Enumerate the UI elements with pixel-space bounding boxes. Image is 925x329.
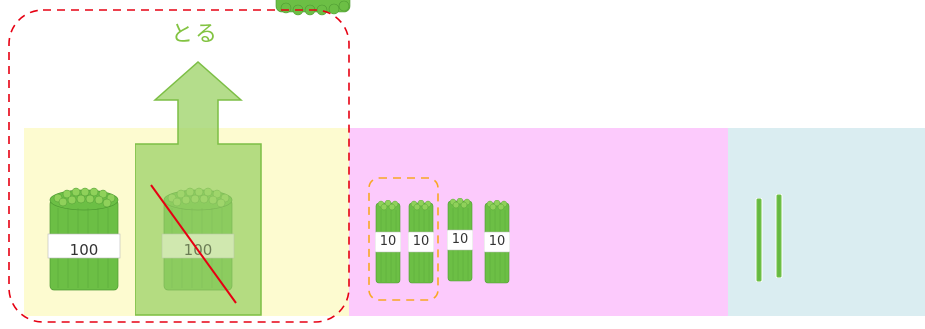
single-stick [775, 194, 783, 278]
bundle-100: 100 [46, 186, 122, 292]
take-label: とる [170, 22, 219, 47]
take-region-red-dashed [8, 9, 350, 323]
single-stick [755, 198, 763, 282]
bundle-10: 10 [483, 199, 511, 284]
bundle-10: 10 [407, 199, 435, 284]
bundle-10-label: 10 [412, 234, 430, 249]
bundle-100-taken: 100 [160, 186, 236, 292]
bundle-10-label: 10 [379, 234, 397, 249]
bundle-10-label: 10 [451, 232, 469, 247]
bundle-10: 10 [446, 197, 474, 282]
bundle-10: 10 [374, 199, 402, 284]
strike-line [150, 184, 237, 304]
regroup-tens-orange-dashed [368, 177, 439, 301]
bundle-10-label: 10 [488, 234, 506, 249]
bundle-100-label: 100 [69, 241, 99, 259]
